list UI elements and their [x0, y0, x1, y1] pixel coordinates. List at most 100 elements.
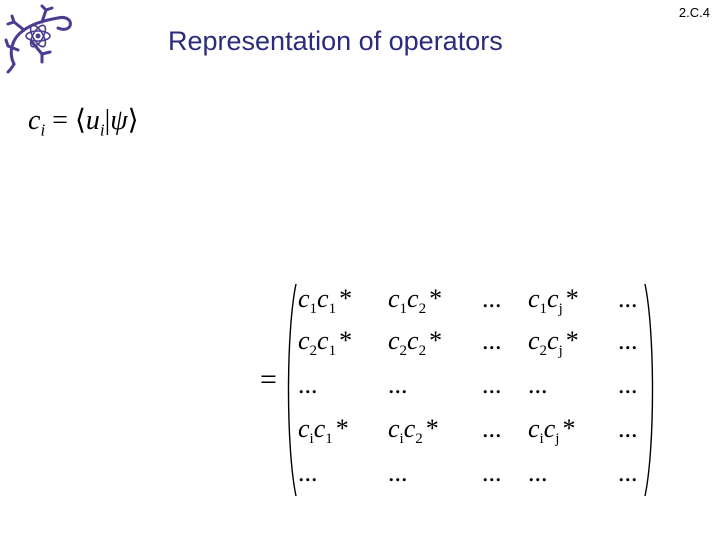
conjugate-index: j [558, 301, 563, 318]
matrix-ellipsis: ... [618, 326, 638, 356]
coefficient-index: i [539, 431, 544, 448]
matrix-element: cic2* [388, 414, 439, 448]
matrix-element: c2c1* [298, 326, 352, 360]
slide-title: Representation of operators [168, 26, 503, 56]
matrix-element: c1c2* [388, 284, 442, 318]
matrix-ellipsis: ... [528, 370, 548, 400]
coefficient-symbol: c [528, 414, 540, 443]
left-parenthesis [287, 283, 297, 497]
conjugate-index: j [555, 431, 560, 448]
conjugate-index: 2 [418, 343, 427, 360]
matrix-equals-sign: = [260, 363, 277, 396]
coefficient-index: 1 [539, 301, 548, 318]
ellipsis-text: ... [618, 370, 638, 399]
matrix-ellipsis: ... [618, 370, 638, 400]
coefficient-symbol: c [298, 414, 310, 443]
conjugate-index: 1 [328, 301, 337, 318]
coefficient-index: 2 [399, 343, 408, 360]
ellipsis-text: ... [618, 326, 638, 355]
conjugate-symbol: c [403, 414, 416, 443]
conjugate-star: * [335, 414, 349, 443]
conjugate-symbol: c [543, 414, 556, 443]
conjugate-symbol: c [547, 284, 559, 313]
matrix-ellipsis: ... [388, 458, 408, 488]
conjugate-index: j [558, 343, 563, 360]
conjugate-star: * [425, 414, 439, 443]
matrix-element: c2cj* [528, 326, 579, 360]
matrix-element: c1c1* [298, 284, 352, 318]
matrix-element: c2c2* [388, 326, 442, 360]
matrix-ellipsis: ... [388, 370, 408, 400]
ellipsis-text: ... [482, 284, 502, 313]
ellipsis-text: ... [298, 370, 318, 399]
coefficient-symbol: c [298, 284, 310, 313]
gecko-atom-logo-icon [4, 4, 72, 74]
coefficient-index: 1 [399, 301, 408, 318]
equals-symbol: = [52, 105, 68, 136]
matrix-ellipsis: ... [298, 458, 318, 488]
coefficient-symbol: c [388, 284, 400, 313]
coefficient-index: i [399, 431, 404, 448]
conjugate-star: * [429, 284, 443, 313]
matrix-ellipsis: ... [528, 458, 548, 488]
matrix-ellipsis: ... [482, 370, 502, 400]
coefficient-symbol: c [298, 326, 310, 355]
ellipsis-text: ... [482, 458, 502, 487]
conjugate-star: * [565, 284, 579, 313]
lhs-symbol: c [28, 105, 41, 136]
open-angle-bracket: ⟨ [74, 105, 86, 136]
conjugate-star: * [429, 326, 443, 355]
matrix-ellipsis: ... [618, 284, 638, 314]
coefficient-symbol: c [388, 414, 400, 443]
bra-index: i [99, 120, 105, 140]
ellipsis-text: ... [528, 458, 548, 487]
conjugate-symbol: c [407, 284, 419, 313]
conjugate-star: * [339, 284, 353, 313]
conjugate-star: * [562, 414, 576, 443]
coefficient-index: 2 [539, 343, 548, 360]
coefficient-equation: ci = ⟨ui|ψ⟩ [28, 103, 139, 141]
bar-symbol: | [104, 105, 111, 136]
matrix-ellipsis: ... [618, 458, 638, 488]
matrix-ellipsis: ... [482, 414, 502, 444]
ellipsis-text: ... [298, 458, 318, 487]
conjugate-index: 1 [328, 343, 337, 360]
coefficient-symbol: c [528, 326, 540, 355]
matrix-ellipsis: ... [298, 370, 318, 400]
ellipsis-text: ... [482, 414, 502, 443]
matrix-element: cic1* [298, 414, 349, 448]
ellipsis-text: ... [528, 370, 548, 399]
coefficient-index: 2 [309, 343, 318, 360]
matrix-ellipsis: ... [618, 414, 638, 444]
coefficient-index: i [309, 431, 314, 448]
right-parenthesis [644, 283, 654, 497]
conjugate-index: 2 [418, 301, 427, 318]
bra-symbol: u [85, 105, 100, 136]
matrix-ellipsis: ... [482, 326, 502, 356]
ellipsis-text: ... [618, 414, 638, 443]
matrix-element: c1cj* [528, 284, 579, 318]
conjugate-index: 1 [325, 431, 333, 448]
matrix-ellipsis: ... [482, 284, 502, 314]
ellipsis-text: ... [482, 370, 502, 399]
matrix-ellipsis: ... [482, 458, 502, 488]
coefficient-symbol: c [528, 284, 540, 313]
ellipsis-text: ... [388, 370, 408, 399]
ket-symbol: ψ [110, 105, 128, 136]
close-angle-bracket: ⟩ [127, 105, 139, 136]
conjugate-star: * [339, 326, 353, 355]
operator-matrix: c1c1*c1c2*...c1cj*...c2c1*c2c2*...c2cj*.… [296, 284, 646, 494]
conjugate-symbol: c [407, 326, 419, 355]
ellipsis-text: ... [618, 458, 638, 487]
conjugate-symbol: c [317, 284, 329, 313]
conjugate-index: 2 [415, 431, 423, 448]
slide-number: 2.C.4 [678, 5, 710, 20]
conjugate-symbol: c [313, 414, 326, 443]
conjugate-symbol: c [317, 326, 329, 355]
coefficient-index: 1 [309, 301, 318, 318]
ellipsis-text: ... [618, 284, 638, 313]
ellipsis-text: ... [482, 326, 502, 355]
conjugate-symbol: c [547, 326, 559, 355]
matrix-element: cicj* [528, 414, 575, 448]
lhs-index: i [40, 120, 46, 140]
